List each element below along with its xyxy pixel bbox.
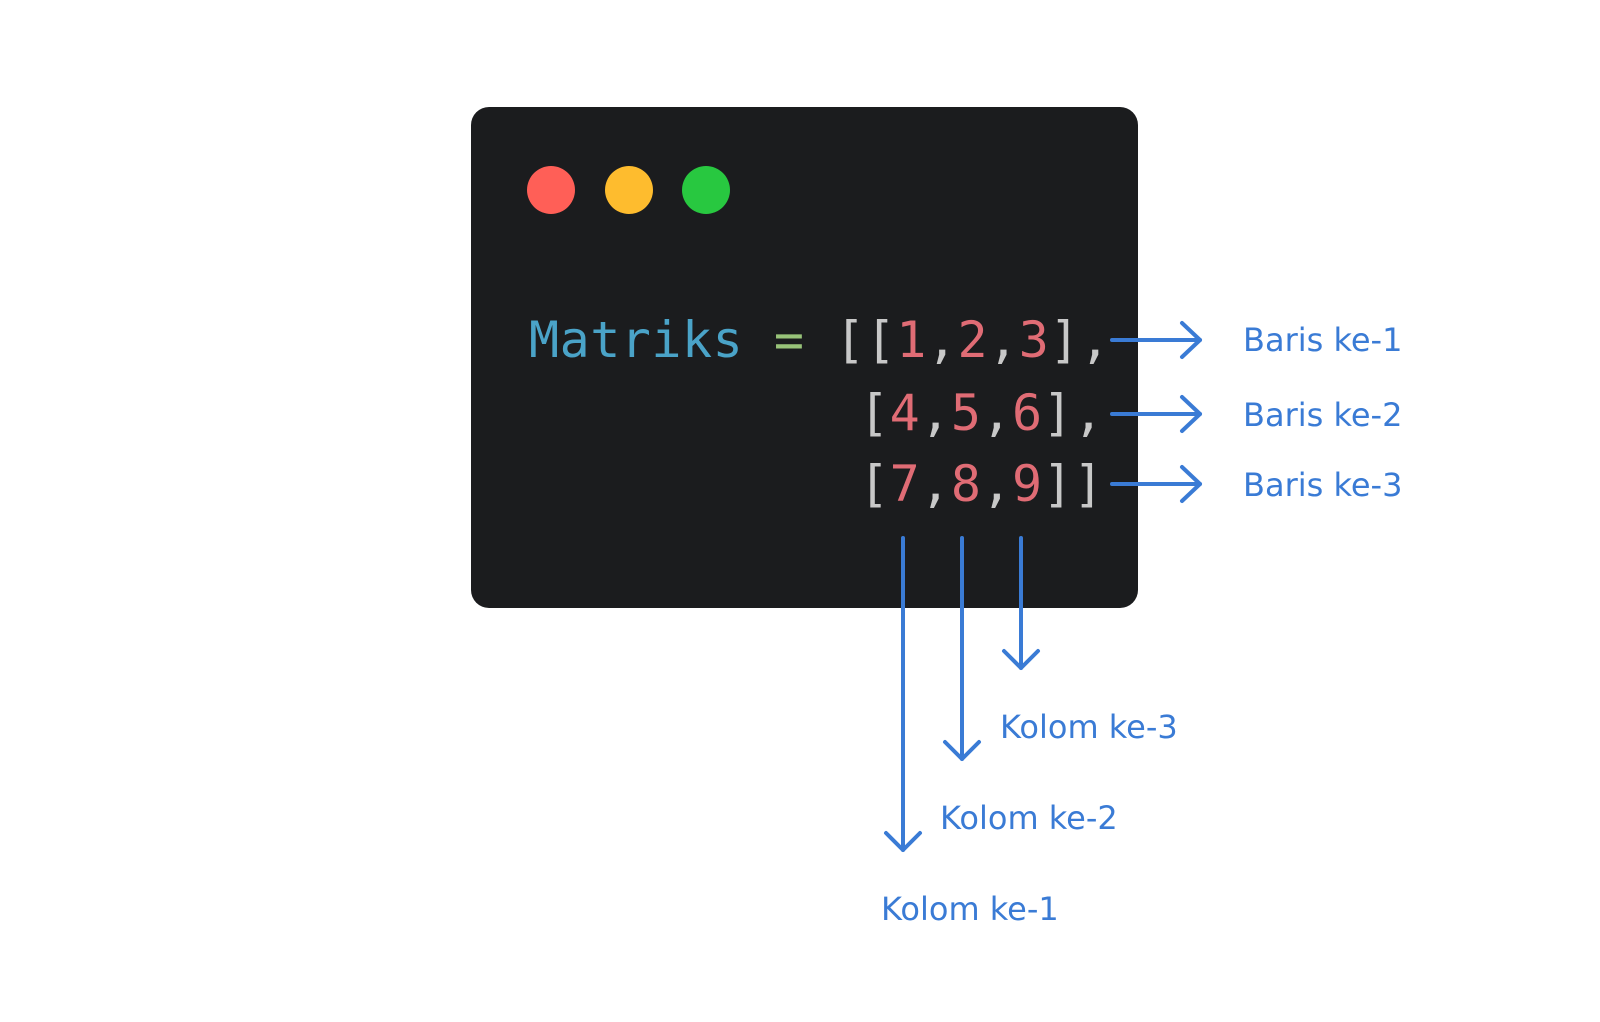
row-2-close: ], [1042,384,1104,442]
column-1-label: Kolom ke-1 [881,890,1059,928]
code-line-2: [4,5,6], [859,383,1104,443]
minimize-dot-icon[interactable] [605,166,653,214]
row-1-label: Baris ke-1 [1243,321,1403,359]
sep: , [920,384,951,442]
row-3-label: Baris ke-3 [1243,466,1403,504]
cell-3-2: 8 [950,455,982,513]
row-3-open: [ [859,455,890,513]
code-line-3: [7,8,9]] [859,454,1104,514]
sep: , [920,455,951,513]
cell-3-3: 9 [1012,455,1043,513]
cell-3-1: 7 [889,455,921,513]
code-window: Matriks = [[1,2,3], [4,5,6], [7,8,9]] [471,107,1138,608]
sep: , [988,311,1019,369]
arrow-down-icon [943,536,981,761]
cell-1-2: 2 [957,311,989,369]
arrow-right-icon [1110,465,1202,503]
row-2-label: Baris ke-2 [1243,396,1403,434]
assign-operator: = [773,311,805,369]
row-1-close: ], [1049,311,1111,369]
arrow-down-icon [1002,536,1040,670]
cell-2-1: 4 [889,384,921,442]
cell-2-3: 6 [1012,384,1043,442]
cell-1-1: 1 [896,311,927,369]
close-dot-icon[interactable] [527,166,575,214]
row-1-open: [[ [835,311,897,369]
arrow-right-icon [1110,321,1202,359]
code-line-1: Matriks = [[1,2,3], [529,310,1111,370]
column-2-label: Kolom ke-2 [940,799,1118,837]
cell-2-2: 5 [950,384,982,442]
matrix-identifier: Matriks [529,311,744,369]
sep: , [926,311,958,369]
arrow-down-icon [884,536,922,852]
sep: , [981,384,1013,442]
arrow-right-icon [1110,395,1202,433]
row-3-close: ]] [1042,455,1104,513]
column-3-label: Kolom ke-3 [1000,708,1178,746]
cell-1-3: 3 [1018,311,1050,369]
maximize-dot-icon[interactable] [682,166,730,214]
row-2-open: [ [859,384,890,442]
sep: , [981,455,1013,513]
